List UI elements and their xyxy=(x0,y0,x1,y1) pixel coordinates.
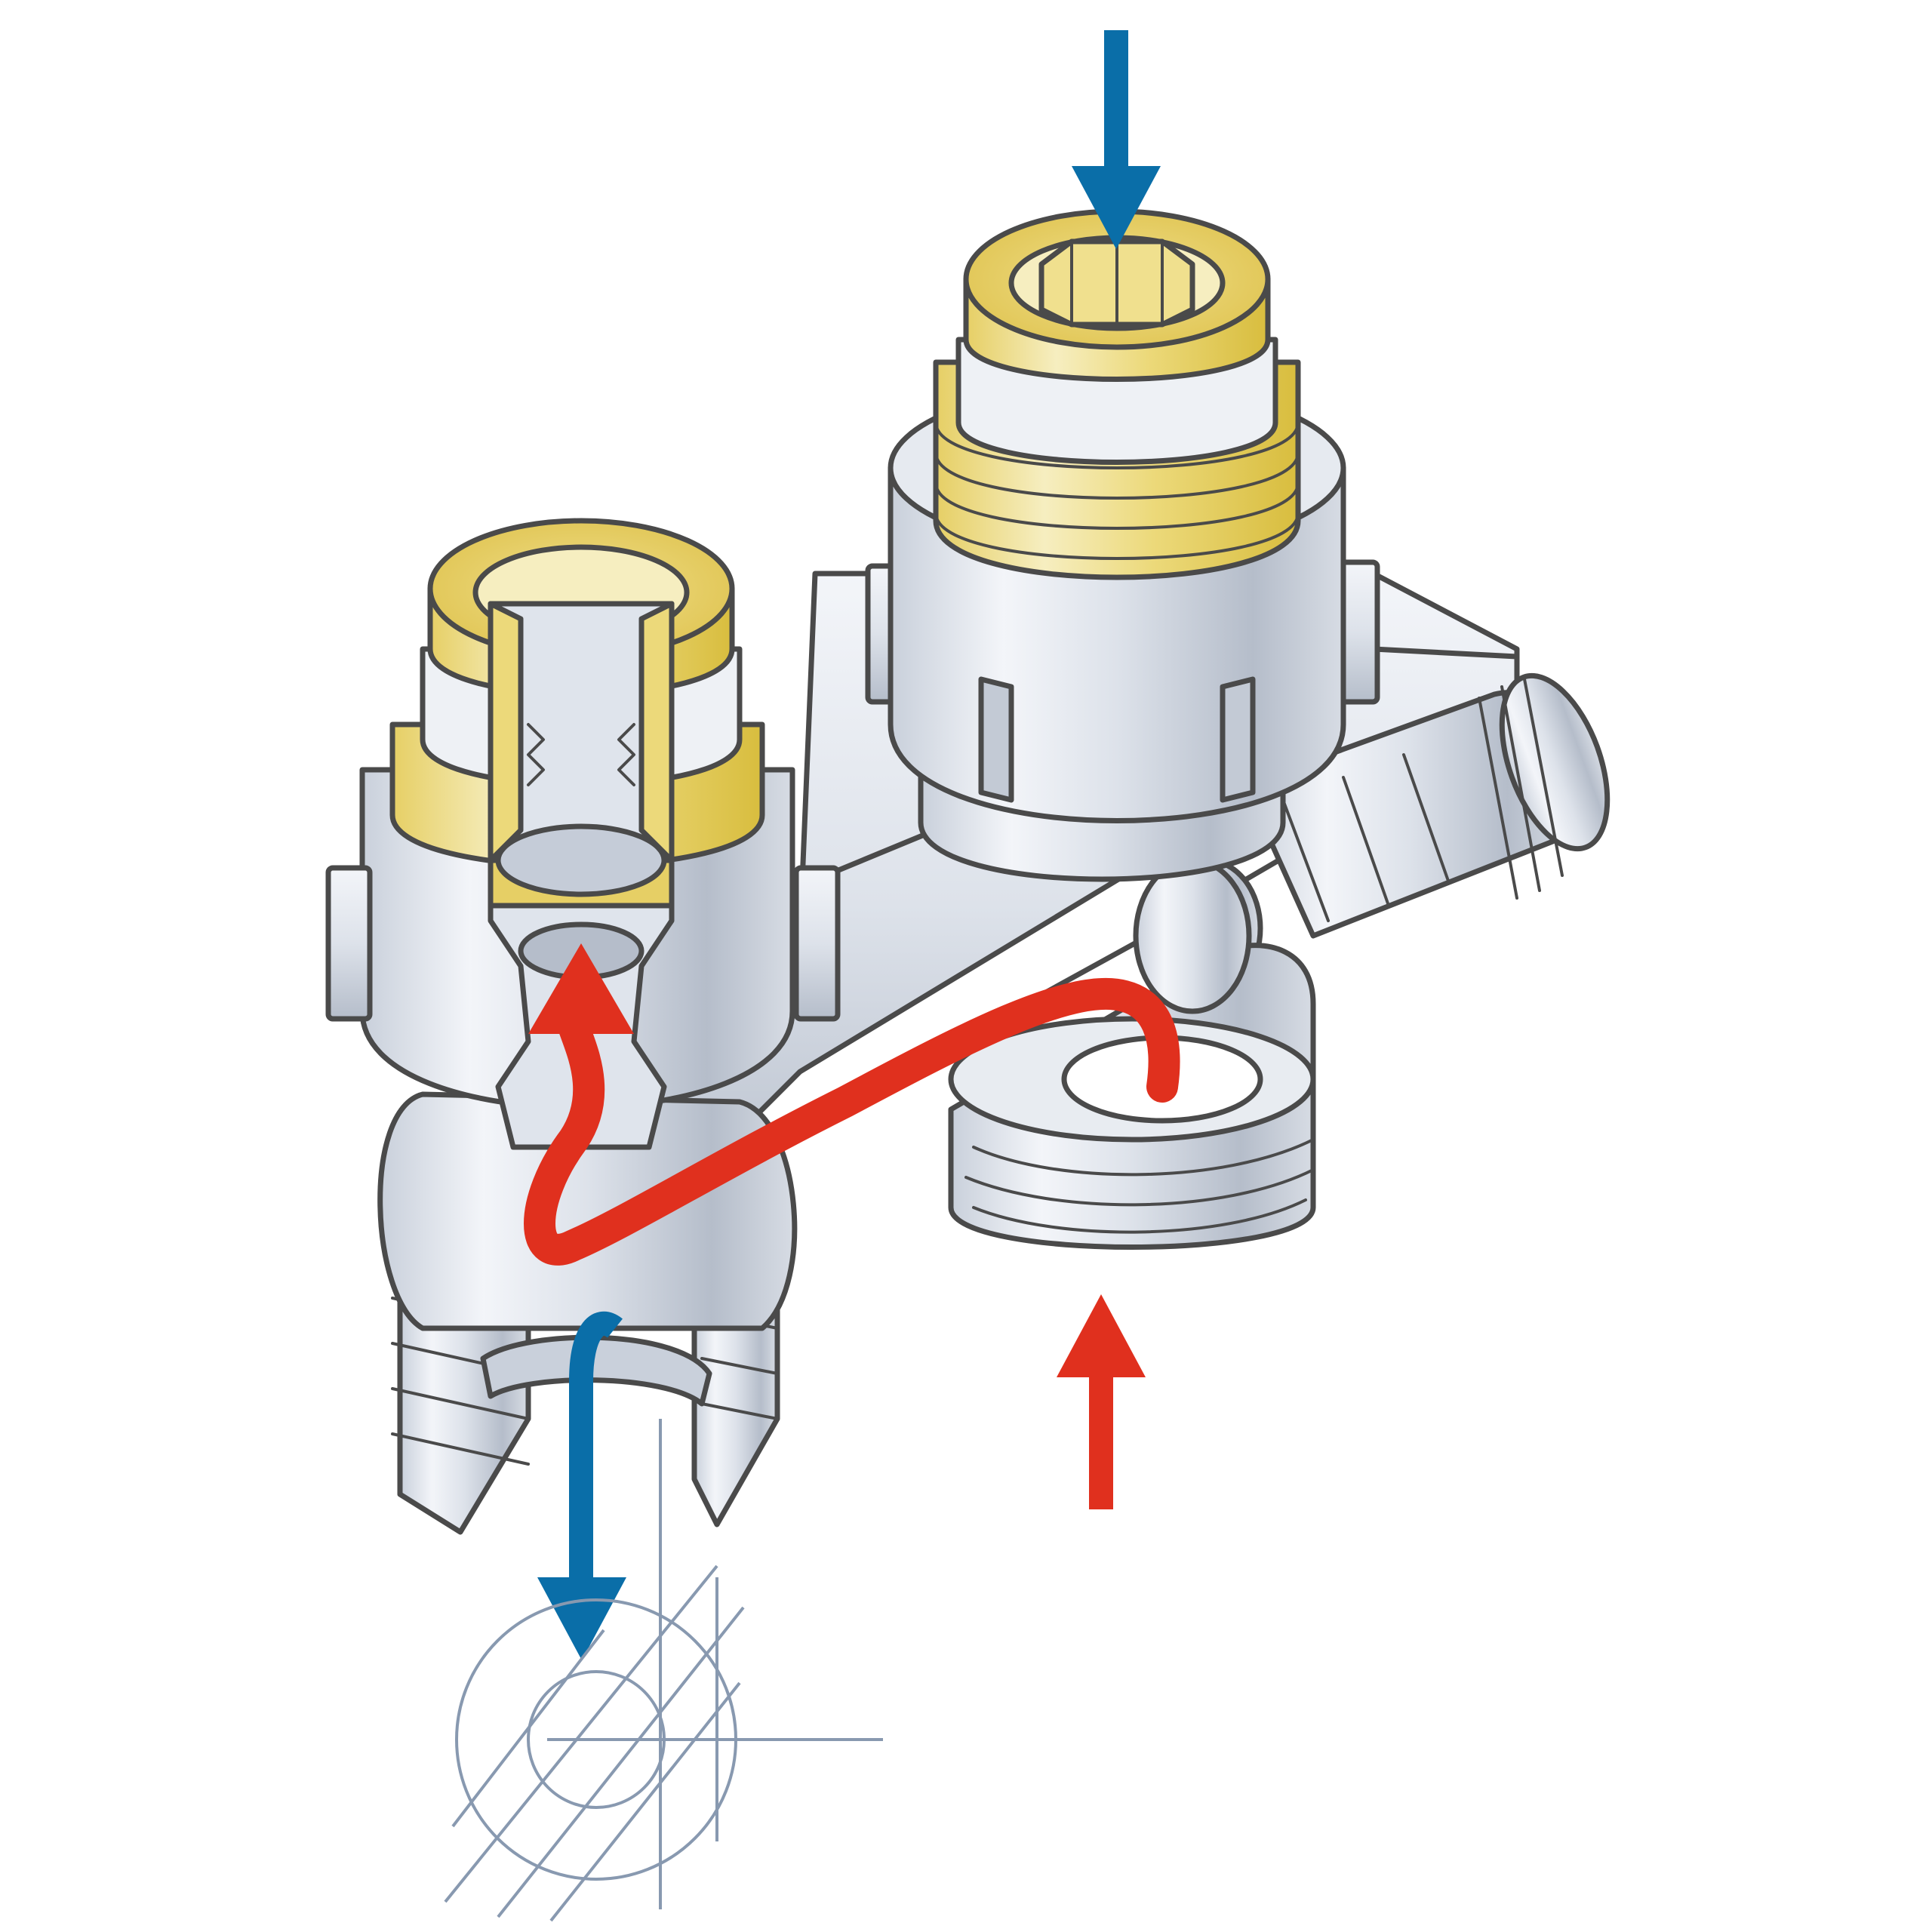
bottom-threaded-outlet xyxy=(948,943,1316,1250)
internal-flow-path xyxy=(524,977,1180,1266)
internal-flow-arrowhead xyxy=(528,943,634,1034)
cutaway-valve-port xyxy=(325,518,841,1535)
upright-valve-port xyxy=(865,208,1380,882)
side-cylinder-stub xyxy=(1133,857,1252,1014)
supply-in-top-arrow xyxy=(1072,30,1161,249)
outlet-bottom-arrow xyxy=(537,1312,626,1660)
technical-symbol xyxy=(444,1419,883,1922)
return-in-bottom-arrow xyxy=(1057,1294,1146,1509)
